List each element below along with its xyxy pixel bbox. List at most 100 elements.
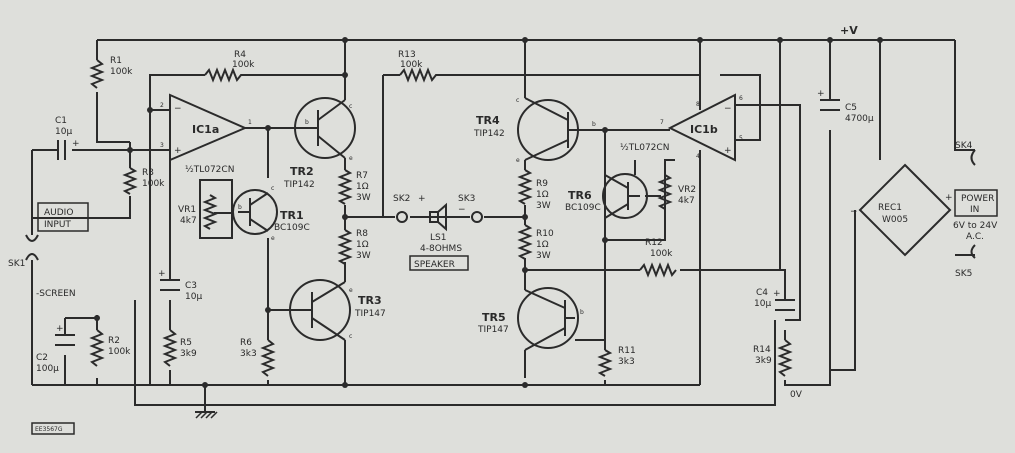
ls1-ref: LS1	[430, 233, 446, 243]
r11-ref: R11	[618, 346, 636, 356]
power-spec-line2: A.C.	[966, 232, 984, 242]
sk1-ref: SK1	[8, 259, 25, 269]
svg-text:c: c	[516, 97, 519, 104]
r10-ref: R10	[536, 229, 554, 239]
opamp-ic1a: IC1a − + 2 3 1 ½TL072CN	[160, 93, 252, 175]
audio-input-line2: INPUT	[44, 220, 71, 230]
socket-sk4: SK4	[955, 141, 976, 166]
r2-value: 100k	[108, 347, 131, 357]
r4-value: 100k	[232, 60, 255, 70]
svg-text:+: +	[418, 194, 426, 204]
audio-input-box: AUDIO INPUT	[37, 202, 89, 232]
transistor-tr5: TR5 TIP147 b	[477, 287, 584, 351]
r6-ref: R6	[240, 338, 252, 348]
svg-text:+: +	[724, 146, 732, 156]
r3-value: 100k	[142, 179, 165, 189]
c3-value: 10µ	[185, 292, 202, 302]
svg-text:7: 7	[660, 119, 664, 126]
vr2-ref: VR2	[678, 185, 696, 195]
figure-code: EE3567G	[31, 422, 75, 435]
r10-value: 1Ω	[536, 240, 549, 250]
r14-value: 3k9	[755, 356, 772, 366]
resistor-r4: R4 100k	[204, 50, 255, 83]
c2-ref: C2	[36, 353, 48, 363]
c5-value: 4700µ	[845, 114, 874, 124]
r2-ref: R2	[108, 336, 120, 346]
ls1-value: 4-8OHMS	[420, 244, 462, 254]
r14-ref: R14	[753, 345, 771, 355]
r11-value: 3k3	[618, 357, 635, 367]
sk4-ref: SK4	[955, 141, 973, 151]
r7-rating: 3W	[356, 193, 371, 203]
resistor-r8: R8 1Ω 3W	[337, 229, 371, 265]
r12-ref: R12	[645, 238, 663, 248]
rec1-ref: REC1	[878, 203, 902, 213]
r8-rating: 3W	[356, 251, 371, 261]
r8-value: 1Ω	[356, 240, 369, 250]
power-in-line2: IN	[970, 205, 979, 215]
transistor-tr4: TR4 TIP142 c e b	[473, 97, 596, 164]
r13-ref: R13	[398, 50, 416, 60]
ic1b-type: ½TL072CN	[620, 143, 669, 153]
svg-text:−: −	[724, 104, 732, 114]
svg-text:b: b	[592, 121, 596, 128]
tr5-type: TIP147	[477, 325, 509, 335]
transistor-tr1: b c e TR1 BC109C	[232, 185, 310, 242]
svg-text:b: b	[305, 119, 309, 126]
svg-text:b: b	[238, 204, 242, 211]
plus-v-label: +V	[840, 24, 858, 37]
r5-value: 3k9	[180, 349, 197, 359]
resistor-r13: R13 100k	[398, 50, 445, 83]
svg-text:+: +	[72, 139, 80, 149]
rec1-type: W005	[882, 215, 908, 225]
vr1-ref: VR1	[178, 205, 196, 215]
screen-note: -SCREEN	[36, 289, 76, 299]
capacitor-c4: + C4 10µ	[754, 288, 795, 311]
power-in-box: POWER IN 6V to 24V A.C.	[953, 189, 998, 242]
resistor-r10: R10 1Ω 3W	[517, 224, 554, 261]
speaker-ls1: SK2 + SK3 − LS1 4-8OHMS SPEAKER	[393, 194, 483, 271]
r5-ref: R5	[180, 338, 192, 348]
potentiometer-vr1: VR1 4k7	[178, 194, 232, 230]
c4-value: 10µ	[754, 299, 771, 309]
resistor-r9: R9 1Ω 3W	[517, 169, 551, 211]
resistor-r12: R12 100k	[639, 238, 677, 278]
svg-text:c: c	[349, 103, 352, 110]
svg-text:e: e	[271, 235, 275, 242]
tr4-type: TIP142	[473, 129, 505, 139]
ic1a-type: ½TL072CN	[185, 165, 234, 175]
c4-ref: C4	[756, 288, 768, 298]
r9-rating: 3W	[536, 201, 551, 211]
sk3-ref: SK3	[458, 194, 475, 204]
svg-text:5: 5	[739, 135, 743, 142]
tr3-type: TIP147	[354, 309, 386, 319]
svg-text:−: −	[174, 104, 182, 114]
ic1b-ref: IC1b	[690, 123, 718, 136]
svg-text:+: +	[773, 289, 781, 299]
svg-text:2: 2	[160, 102, 164, 109]
svg-text:e: e	[349, 155, 353, 162]
svg-text:e: e	[349, 287, 353, 294]
r1-ref: R1	[110, 56, 122, 66]
ic1a-ref: IC1a	[192, 123, 219, 136]
svg-text:b: b	[580, 309, 584, 316]
resistor-r14: R14 3k9	[753, 339, 793, 377]
resistor-r5: R5 3k9	[162, 329, 197, 367]
svg-text:+: +	[174, 146, 182, 156]
tr2-type: TIP142	[283, 180, 315, 190]
r12-value: 100k	[650, 249, 673, 259]
capacitor-c5: + C5 4700µ	[817, 89, 874, 124]
r7-value: 1Ω	[356, 182, 369, 192]
c2-value: 100µ	[36, 364, 59, 374]
power-in-line1: POWER	[961, 194, 994, 204]
r1-value: 100k	[110, 67, 133, 77]
sk5-ref: SK5	[955, 269, 972, 279]
audio-input-line1: AUDIO	[44, 208, 73, 218]
socket-sk5: SK5	[955, 244, 976, 279]
r8-ref: R8	[356, 229, 368, 239]
bridge-rectifier-rec1: REC1 W005 − +	[850, 163, 953, 257]
resistor-r7: R7 1Ω 3W	[337, 169, 371, 205]
svg-text:3: 3	[160, 142, 164, 149]
